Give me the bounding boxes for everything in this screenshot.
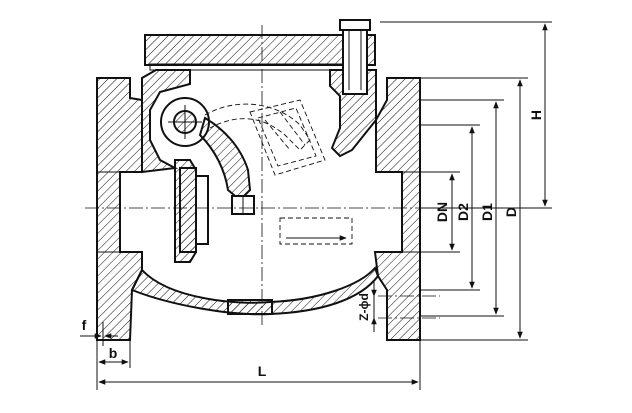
body-top-left-wall	[141, 69, 191, 174]
label-b: b	[109, 345, 118, 361]
right-flange	[373, 77, 421, 341]
bonnet-bolt	[342, 23, 368, 95]
label-l: L	[258, 363, 267, 379]
flow-arrow	[279, 217, 353, 245]
disc-arm	[198, 116, 252, 202]
label-d2: D2	[455, 203, 471, 221]
valve-body	[96, 69, 421, 341]
label-d1: D1	[479, 203, 495, 221]
bonnet	[144, 19, 376, 95]
disc-open-hatch-2	[279, 111, 306, 146]
disc-face	[195, 175, 209, 245]
disc-open-position	[204, 99, 326, 176]
label-d: D	[503, 207, 519, 217]
disc-arm-open	[204, 103, 311, 151]
disc-assembly	[160, 97, 255, 253]
dimension-lines	[80, 23, 548, 385]
disc-open-hatch-1	[264, 119, 291, 151]
label-dn: DN	[434, 202, 450, 222]
disc-open	[249, 99, 326, 176]
disc	[179, 167, 197, 253]
label-f: f	[82, 317, 87, 333]
dimension-labels: H D D1 D2 DN Z-ϕd L b f	[82, 110, 544, 379]
left-flange	[96, 77, 143, 341]
bottom-boss	[227, 299, 273, 315]
disc-open-inner	[257, 107, 317, 167]
label-z-phi-d: Z-ϕd	[357, 293, 371, 321]
extension-lines	[96, 21, 552, 390]
bonnet-bolt-head	[339, 19, 371, 31]
flow-arrow-box	[279, 217, 353, 245]
label-h: H	[528, 110, 544, 120]
bonnet-cover	[144, 34, 376, 66]
